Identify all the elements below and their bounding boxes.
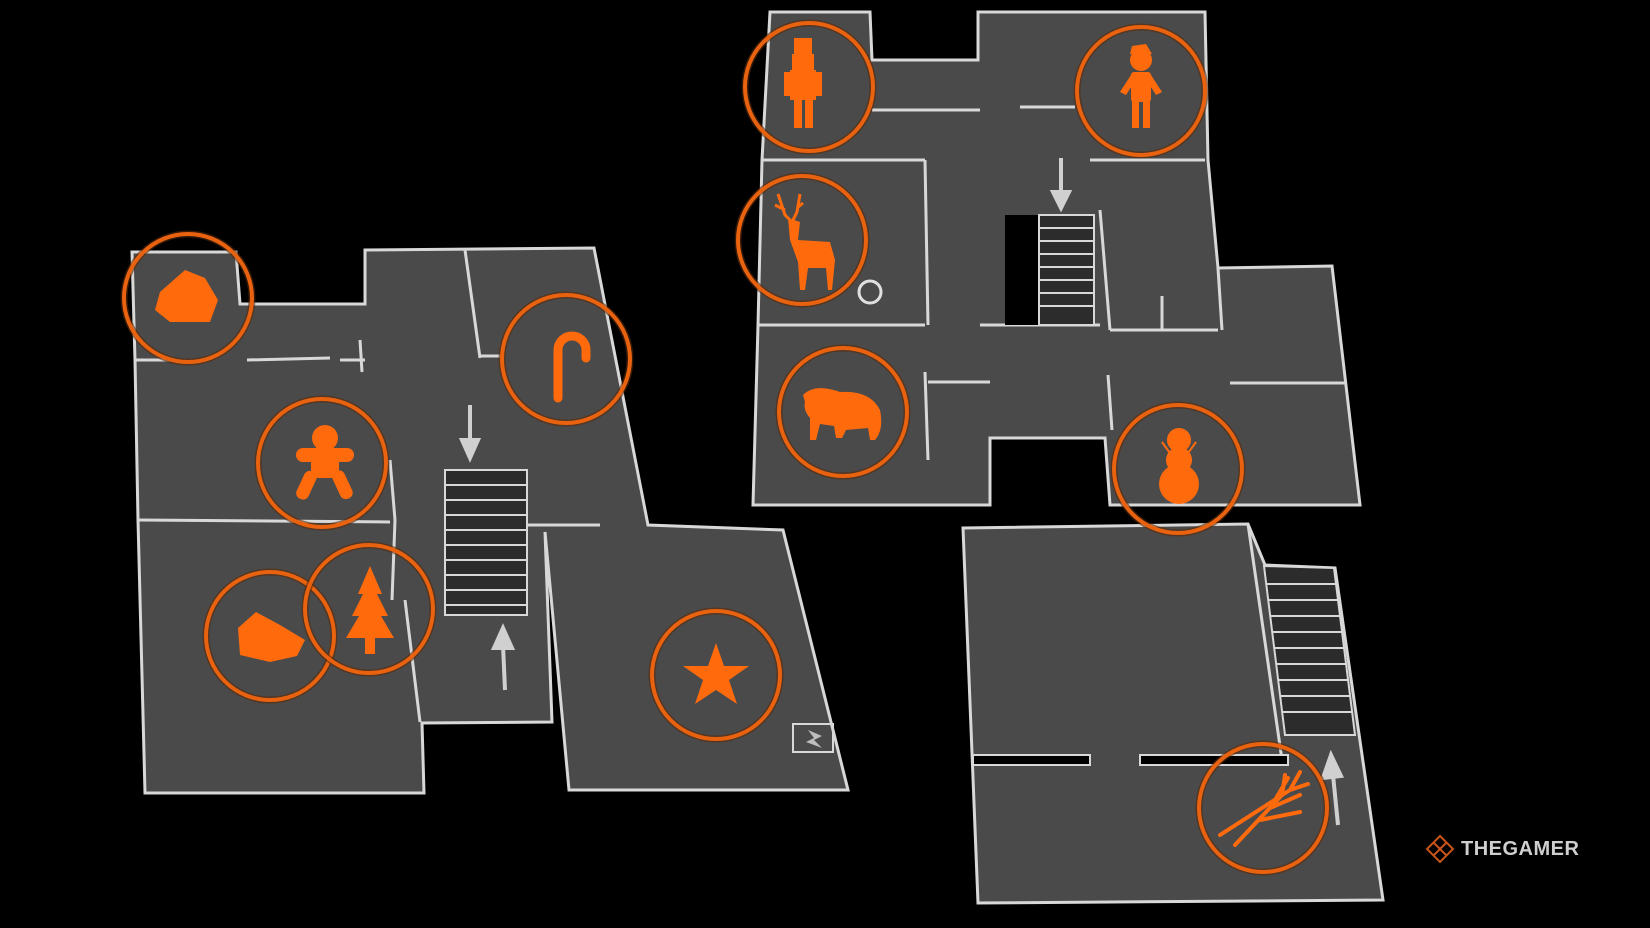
marker-nutcracker[interactable]	[741, 19, 877, 155]
rock-icon	[155, 270, 218, 322]
rock-icon	[238, 612, 305, 662]
arrow-up-icon	[1320, 749, 1345, 826]
marker-christmas-tree[interactable]	[301, 541, 437, 677]
floor-lower-right	[961, 522, 1385, 905]
watermark-logo: THEGAMER	[1425, 834, 1579, 864]
staircase-lower	[1262, 564, 1357, 736]
lightning-icon	[792, 723, 834, 753]
gingerbread-man-icon	[296, 425, 354, 500]
staircase-left	[444, 469, 528, 616]
branches-icon	[1218, 770, 1310, 847]
marker-snowman[interactable]	[1110, 401, 1246, 537]
arrow-down-icon	[1049, 158, 1073, 213]
floor-upper-right	[751, 10, 1362, 507]
staircase-upper	[1005, 214, 1095, 326]
capybara-icon	[803, 388, 882, 440]
watermark-text: THEGAMER	[1461, 837, 1580, 860]
thegamer-logo-icon	[1425, 834, 1455, 864]
marker-gingerbread-man[interactable]	[254, 395, 390, 531]
marker-elf[interactable]	[1073, 23, 1209, 159]
marker-capybara[interactable]	[775, 344, 911, 480]
candy-cane-icon	[553, 331, 591, 403]
elf-icon	[1120, 44, 1162, 128]
marker-candy-cane[interactable]	[498, 291, 634, 427]
player-position-icon	[857, 279, 883, 305]
marker-rock-2[interactable]	[202, 568, 338, 704]
marker-branches[interactable]	[1195, 740, 1331, 876]
snowman-icon	[1159, 428, 1199, 504]
marker-star[interactable]	[648, 607, 784, 743]
floor-left	[130, 246, 850, 795]
marker-reindeer[interactable]	[734, 172, 870, 308]
marker-rock-1[interactable]	[120, 230, 256, 366]
reindeer-icon	[774, 193, 835, 290]
star-icon	[683, 643, 749, 704]
christmas-tree-icon	[346, 566, 394, 654]
nutcracker-icon	[784, 38, 822, 128]
arrow-down-icon	[458, 405, 482, 463]
arrow-up-icon	[490, 623, 516, 691]
